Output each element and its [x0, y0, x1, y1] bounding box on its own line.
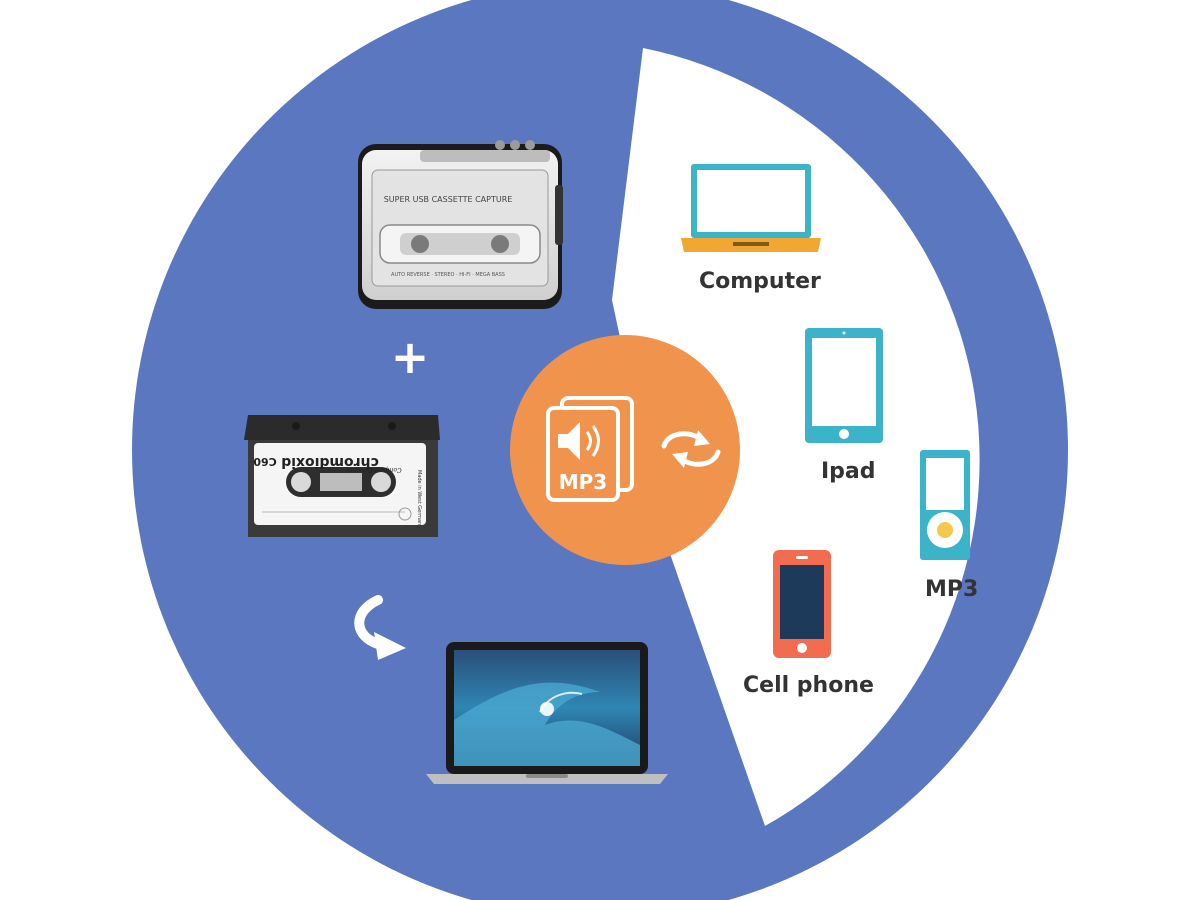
tape-brand: chromdioxid: [281, 454, 379, 470]
plus-icon: +: [391, 330, 430, 384]
computer-icon: [681, 164, 821, 252]
curved-arrow-icon: [354, 595, 406, 660]
cellphone-icon: [773, 550, 831, 658]
mp3-player-icon: [920, 450, 970, 560]
tape-length: C60: [253, 455, 277, 468]
tape-series: Compact Cassette: [346, 466, 402, 473]
tape-origin: Made in West Germany: [416, 470, 422, 528]
cellphone-label: Cell phone: [743, 673, 874, 698]
hub-format-label: MP3: [559, 470, 607, 494]
cassette-tape: chromdioxid Compact Cassette C60 Made in…: [244, 415, 440, 537]
computer-label: Computer: [699, 269, 821, 294]
laptop-icon: [426, 642, 668, 784]
player-caption: SUPER USB CASSETTE CAPTURE: [384, 195, 513, 204]
speaker-icon: [558, 422, 600, 460]
ipad-label: Ipad: [821, 459, 876, 484]
mp3-label: MP3: [925, 577, 979, 602]
mp3-conversion-hub: MP3: [510, 335, 740, 565]
sync-arrows-icon: [661, 430, 721, 468]
player-subcaption: AUTO REVERSE · STEREO · HI-FI · MEGA BAS…: [391, 272, 505, 278]
ipad-icon: [805, 328, 883, 443]
cassette-player: SUPER USB CASSETTE CAPTURE AUTO REVERSE …: [358, 140, 563, 309]
